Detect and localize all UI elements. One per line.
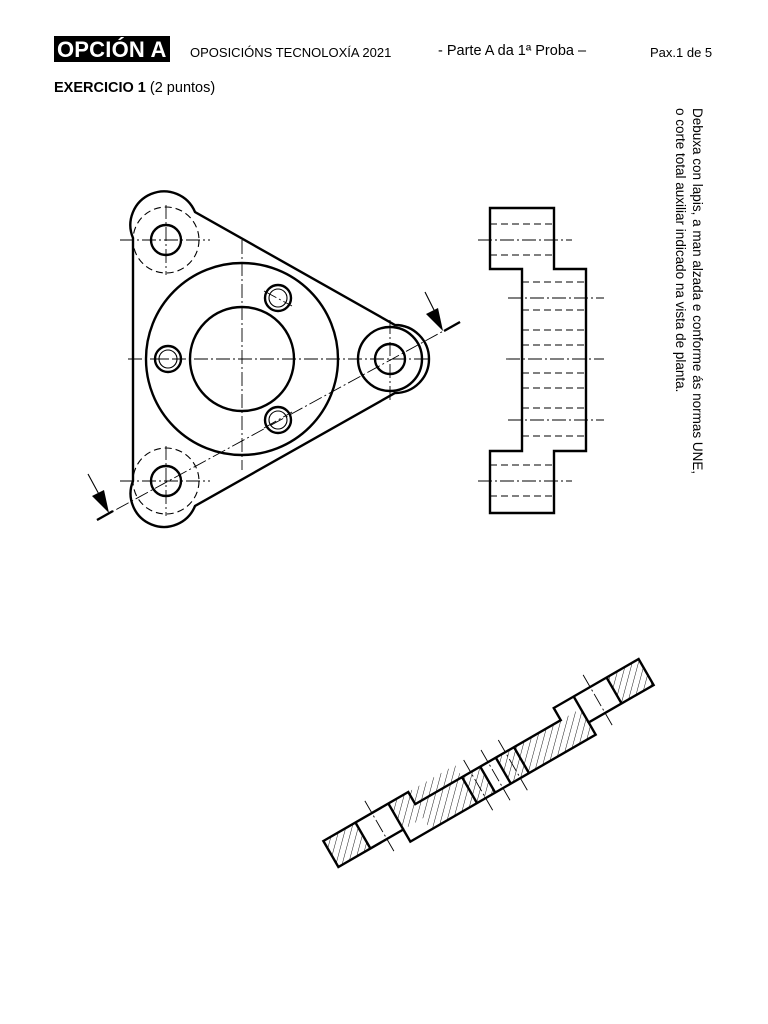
plan-outline (129, 190, 431, 529)
section-line (96, 321, 461, 521)
section-view (321, 657, 656, 869)
section-outline (321, 657, 656, 869)
plan-view (87, 190, 461, 529)
side-outline (488, 206, 588, 515)
exercise-title: EXERCICIO 1 (54, 80, 146, 96)
exercise-points: (2 puntos) (149, 80, 216, 96)
side-view (478, 206, 604, 515)
option-badge: OPCIÓN A (54, 36, 170, 62)
exam-title: OPOSICIÓNS TECNOLOXÍA 2021 (190, 45, 392, 60)
exercise-heading: EXERCICIO 1 (2 puntos) (54, 79, 215, 97)
page-number: Pax.1 de 5 (650, 45, 713, 60)
part-label: - Parte A da 1ª Proba – (438, 43, 587, 59)
